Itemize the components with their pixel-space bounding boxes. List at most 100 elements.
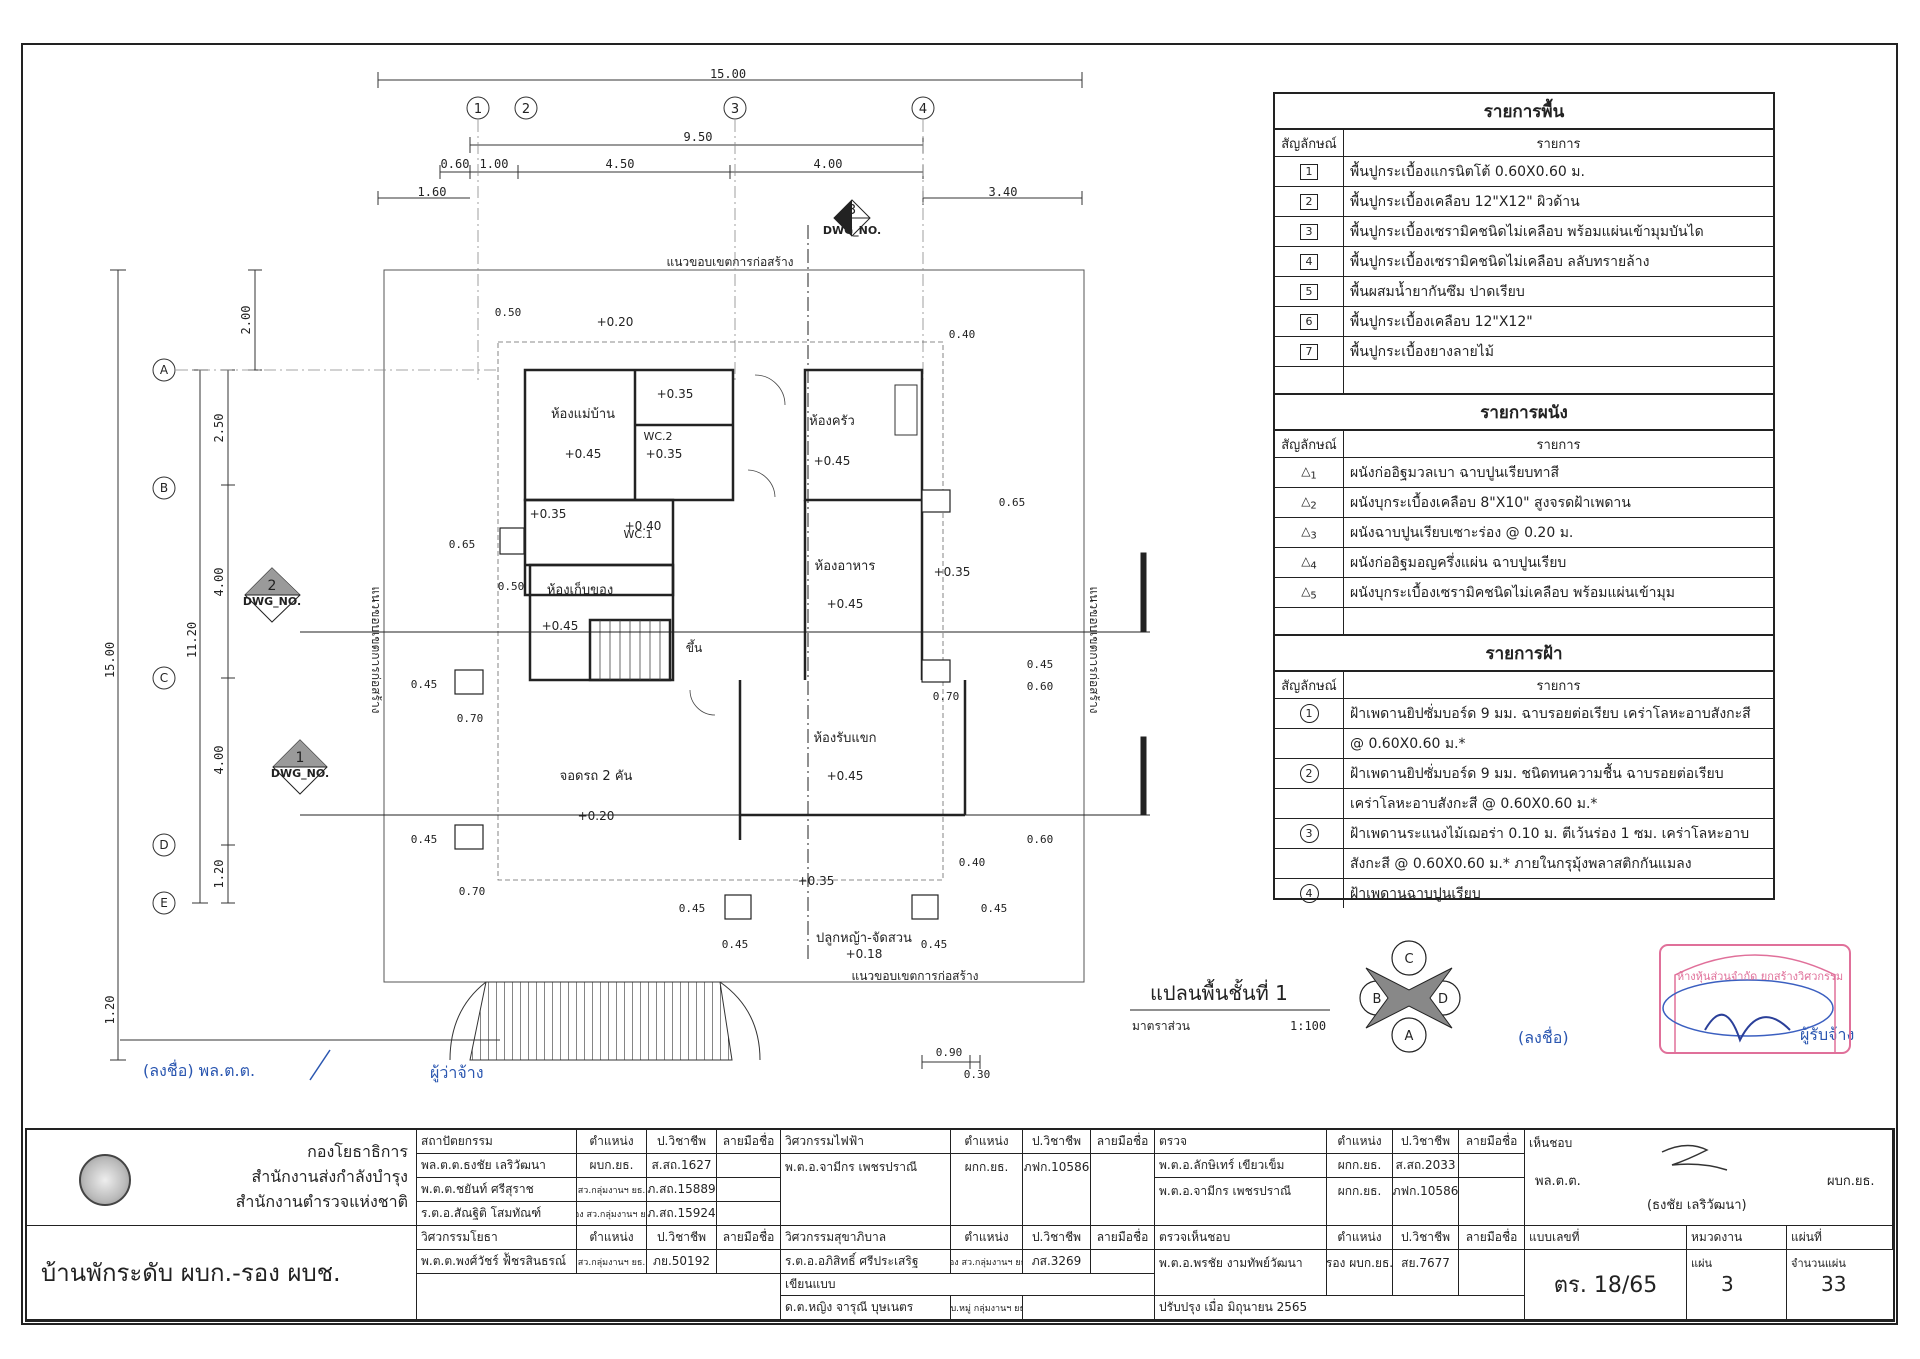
dim-top-seg-1: 0.60 (441, 157, 470, 171)
legend-floor-header: สัญลักษณ์ รายการ (1275, 130, 1773, 157)
room-storage-level: +0.45 (542, 619, 579, 633)
ceiling-item-text-cont: @ 0.60X0.60 ม.* (1350, 735, 1466, 752)
sign-right: (ลงชื่อ) (1518, 1026, 1569, 1047)
level-right: +0.35 (934, 565, 971, 579)
dim-left-mid: 11.20 (185, 622, 199, 658)
compass-d: D (1438, 992, 1448, 1007)
boundary-label-left: แนวขอบเขตการก่อสร้าง (369, 586, 383, 713)
section-2-tag: DWG_NO. (243, 595, 301, 608)
checker-name-1: พ.ต.อ.ลักษิเทร์ เขียวเข็ม (1155, 1154, 1327, 1178)
structural-sign (717, 1250, 781, 1274)
grid-row-d: D (159, 838, 168, 852)
h-category: หมวดงาน (1687, 1226, 1787, 1250)
section-2-num: 2 (268, 578, 277, 594)
level-top: +0.20 (597, 315, 634, 329)
dim-top-seg-3: 4.50 (606, 157, 635, 171)
ceiling-symbol: 4 (1299, 884, 1319, 903)
dim-misc-11: 0.45 (411, 833, 438, 846)
company-stamp (1659, 944, 1851, 1054)
dim-misc-19: 0.90 (936, 1046, 963, 1059)
ceiling-item-text-cont: เคร่าโลหะอาบสังกะสี @ 0.60X0.60 ม.* (1350, 795, 1598, 812)
section-lines (300, 225, 1150, 960)
wall-symbol: △4 (1301, 553, 1317, 572)
door-swings (689, 374, 786, 716)
h-check-sign: ลายมือชื่อ (1459, 1130, 1525, 1154)
floor-symbol: 3 (1300, 223, 1318, 240)
legend-wall-col-symbol: สัญลักษณ์ (1275, 431, 1344, 457)
h-approve-check-license: ป.วิชาชีพ (1393, 1226, 1459, 1250)
label-stair-up: ขึ้น (686, 639, 702, 655)
legend-ceiling-col-symbol: สัญลักษณ์ (1275, 672, 1344, 698)
approve-check-pos: รอง ผบก.ยธ. (1327, 1250, 1393, 1296)
checker-sign-1 (1459, 1154, 1525, 1178)
checker-pos-2: ผกก.ยธ. (1327, 1178, 1393, 1226)
floor-item-text: พื้นปูกระเบื้องเคลือบ 12"X12" (1350, 313, 1533, 330)
top-dimensions (377, 72, 1083, 205)
floor-symbol: 1 (1300, 163, 1318, 180)
floor-symbol: 7 (1300, 343, 1318, 360)
sheet-border (21, 43, 1898, 1325)
dim-misc-15: 0.45 (981, 902, 1008, 915)
h-sign: ลายมือชื่อ (717, 1130, 781, 1154)
legend-floor-spacer (1275, 367, 1773, 395)
room-dining-level: +0.45 (827, 597, 864, 611)
arch-name-2: พ.ต.ต.ชยันท์ ศรีสุราช (417, 1178, 577, 1202)
wall-item-text: ผนังฉาบปูนเรียบเซาะร่อง @ 0.20 ม. (1350, 524, 1574, 541)
compass-c: C (1404, 952, 1413, 967)
sanitary-pos: รอง สว.กลุ่มงานฯ ยธ. (951, 1250, 1023, 1274)
h-elec-license: ป.วิชาชีพ (1023, 1130, 1091, 1154)
dim-left-seg-2: 2.50 (212, 414, 226, 443)
grid-row-e: E (160, 896, 168, 910)
dim-misc-7: 0.60 (1027, 680, 1054, 693)
employer-label: ผู้ว่าจ้าง (430, 1063, 484, 1083)
wall-symbol: △3 (1301, 523, 1317, 542)
section-1-tag: DWG_NO. (271, 767, 329, 780)
dim-misc-14: 0.45 (679, 902, 706, 915)
ceiling-symbol: 1 (1299, 704, 1319, 723)
arch-lic-3: ภ.สถ.15924 (647, 1202, 717, 1226)
grid-lines (176, 120, 924, 380)
total-cell: จำนวนแผ่น 33 (1787, 1250, 1893, 1320)
grid-row-b: B (160, 481, 168, 495)
dim-misc-6: 0.45 (411, 678, 438, 691)
dim-misc-12: 0.60 (1027, 833, 1054, 846)
floor-symbol: 4 (1300, 253, 1318, 270)
level-wc1: +0.35 (530, 507, 567, 521)
checker-pos-1: ผกก.ยธ. (1327, 1154, 1393, 1178)
sanitary-sign (1091, 1250, 1155, 1274)
label-wc1: WC.1 (623, 528, 652, 541)
room-kitchen-level: +0.45 (814, 454, 851, 468)
room-garden-level: +0.18 (846, 947, 883, 961)
h-position: ตำแหน่ง (577, 1130, 647, 1154)
section-1-num: 1 (296, 750, 305, 766)
arch-lic-2: ภ.สถ.15889 (647, 1178, 717, 1202)
compass-a: A (1405, 1029, 1414, 1044)
legend-ceiling-row-cont: เคร่าโลหะอาบสังกะสี @ 0.60X0.60 ม.* (1275, 789, 1773, 819)
h-check-license: ป.วิชาชีพ (1393, 1130, 1459, 1154)
total-label: จำนวนแผ่น (1791, 1257, 1846, 1270)
room-carport-level: +0.20 (578, 809, 615, 823)
grid-col-4: 4 (919, 102, 927, 117)
floor-item-text: พื้นผสมน้ำยากันซึม ปาดเรียบ (1350, 283, 1525, 300)
h-approve-check-sign: ลายมือชื่อ (1459, 1226, 1525, 1250)
grid-bubbles-top (466, 96, 935, 120)
police-emblem-icon (79, 1154, 131, 1206)
approve-check-lic: สย.7677 (1393, 1250, 1459, 1296)
room-kitchen: ห้องครัว (809, 414, 855, 429)
dim-left-seg-1: 2.00 (239, 306, 253, 335)
driveway-curve-right (719, 981, 761, 1061)
h-approve-check-position: ตำแหน่ง (1327, 1226, 1393, 1250)
h-san-position: ตำแหน่ง (951, 1226, 1023, 1250)
dim-top-seg-4: 4.00 (814, 157, 843, 171)
electrical-lic: ภฟก.10586 (1023, 1154, 1091, 1226)
org-section: กองโยธาธิการ สำนักงานส่งกำลังบำรุง สำนัก… (27, 1130, 417, 1226)
h-drawing-no: แบบเลขที่ (1525, 1226, 1687, 1250)
scale-value: 1:100 (1290, 1019, 1326, 1033)
